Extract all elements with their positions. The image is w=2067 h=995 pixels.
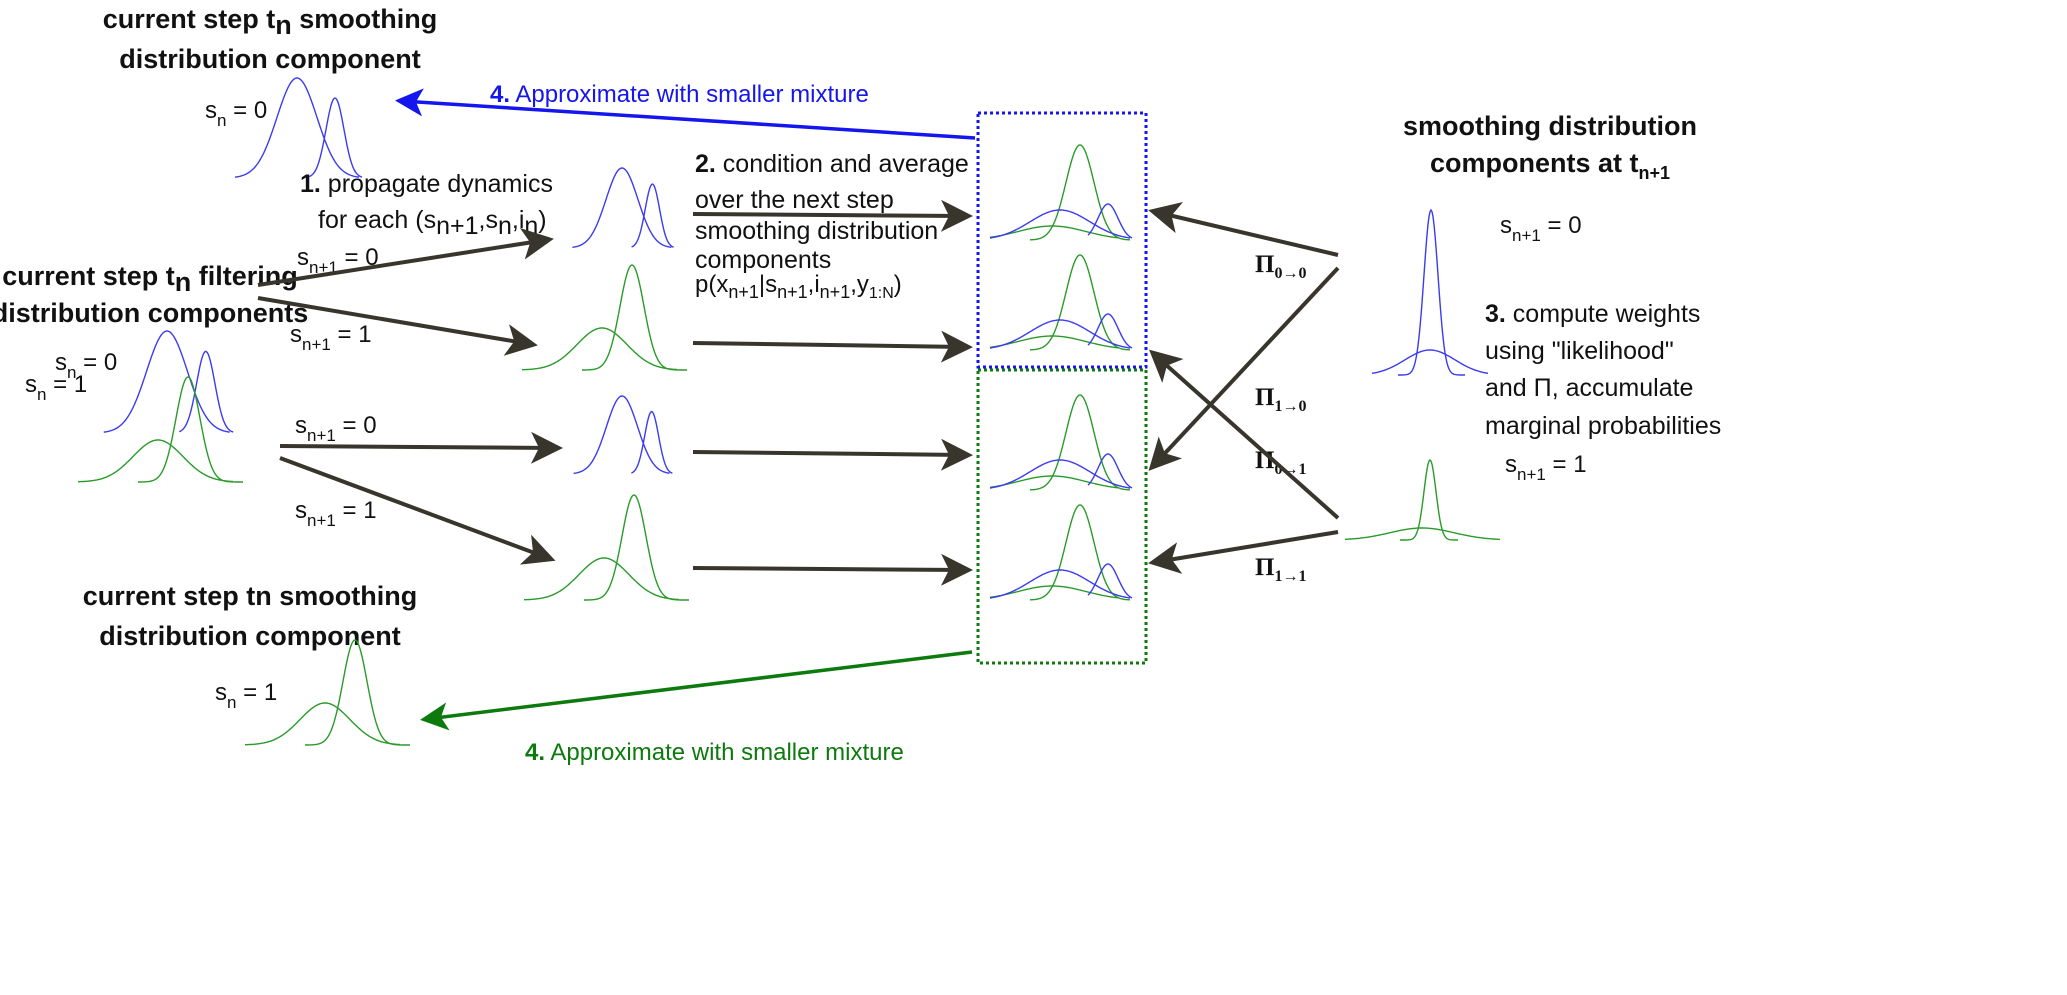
condition-arrows — [692, 199, 973, 586]
cond-arrow-1 — [692, 199, 973, 232]
prop-00-gaussian-broad — [572, 167, 672, 248]
bottom-smoothing-title: current step tn smoothing — [83, 581, 418, 611]
box-mixture-2-green-broad — [989, 335, 1119, 349]
arrow-0-1 — [257, 296, 538, 356]
step3-line2: using "likelihood" — [1485, 337, 1674, 365]
next-smoothing-title-line2: components at tn+1 — [1430, 148, 1670, 183]
box-mixture-2-blue-narrow — [1087, 313, 1133, 349]
prop-01-gaussian-narrow — [582, 264, 687, 371]
prop-01-gaussian-broad — [522, 327, 677, 371]
box-mixture-4-blue-narrow — [1087, 563, 1133, 599]
filter-state-1: sn = 1 — [25, 371, 87, 404]
transition-label-1a: sn+1 = 1 — [290, 321, 372, 354]
blue-approx-arrow — [395, 88, 976, 140]
next-state-1: sn+1 = 1 — [1505, 451, 1587, 484]
step3-line3: and Π, accumulate — [1485, 374, 1693, 402]
top-smoothing-title: current step tn smoothing — [103, 4, 438, 40]
box-mixture-1-green-broad — [989, 225, 1119, 239]
box-mixture-1-blue-broad — [989, 209, 1131, 239]
weight-arrow-00 — [1148, 201, 1339, 257]
weight-arrow-10 — [1149, 349, 1340, 520]
box-mixture-3-blue-broad — [989, 459, 1131, 489]
filter-s1-gaussian-broad — [78, 439, 233, 483]
cond-arrow-4 — [692, 553, 973, 586]
prop-10-gaussian-broad — [573, 395, 670, 475]
box-mixture-3-blue-narrow — [1087, 453, 1133, 489]
arrow-1-0 — [279, 431, 563, 464]
step3-line4: marginal probabilities — [1485, 412, 1721, 440]
filter-s0-gaussian-narrow — [178, 350, 234, 433]
step2-formula: p(xn+1|sn+1,in+1,y1:N) — [695, 271, 902, 302]
step4-green-label: 4. Approximate with smaller mixture — [525, 739, 904, 766]
prop-11-gaussian-narrow — [584, 494, 689, 601]
prop-00-gaussian-narrow — [631, 183, 674, 248]
filter-s0-gaussian-broad — [103, 330, 230, 433]
filtering-title: current step tn filtering — [2, 261, 298, 297]
transition-label-0b: sn+1 = 0 — [295, 412, 377, 445]
pi-0-1: Π0→1 — [1255, 447, 1306, 478]
step1-line2: for each (sn+1,sn,in) — [318, 206, 547, 240]
gaussian-curves — [78, 77, 1501, 746]
top-smoothing-gaussian-narrow — [308, 97, 363, 178]
propagate-arrows — [257, 227, 563, 565]
next-s0-narrow — [1398, 208, 1465, 376]
step2-line4: components — [695, 246, 831, 274]
step2-line3: smoothing distribution — [695, 217, 938, 245]
box-mixture-1-blue-narrow — [1087, 203, 1133, 239]
box-mixture-2-blue-broad — [989, 319, 1131, 349]
filtering-title-line2: distribution components — [0, 298, 308, 328]
pi-labels: Π0→0 Π1→0 Π0→1 Π1→1 — [1255, 251, 1306, 585]
step1-line1: 1. propagate dynamics — [300, 170, 553, 198]
pi-1-1: Π1→1 — [1255, 554, 1306, 585]
box-mixture-4-blue-broad — [989, 569, 1131, 599]
arrow-1-1 — [279, 456, 556, 565]
next-s1-narrow — [1400, 458, 1458, 541]
top-smoothing-state: sn = 0 — [205, 97, 267, 130]
top-smoothing-gaussian-broad — [234, 77, 360, 178]
weight-arrows — [1148, 201, 1340, 574]
filter-state-0: sn = 0 — [55, 349, 117, 382]
bottom-smoothing-gaussian-broad — [245, 702, 400, 746]
box-mixture-1-green-narrow — [1030, 144, 1130, 241]
prop-11-gaussian-broad — [524, 557, 679, 601]
next-smoothing-title: smoothing distribution — [1403, 111, 1697, 141]
cond-arrow-2 — [692, 330, 973, 363]
box-mixture-3-green-broad — [989, 475, 1119, 489]
prop-10-gaussian-narrow — [631, 410, 673, 474]
transition-label-1b: sn+1 = 1 — [295, 497, 377, 530]
weight-arrow-11 — [1148, 530, 1339, 574]
step2-line2: over the next step — [695, 186, 894, 214]
box-mixture-4-green-narrow — [1030, 504, 1130, 601]
blue-group-box — [976, 111, 1148, 369]
box-mixture-4-green-broad — [989, 585, 1119, 599]
box-mixture-2-green-narrow — [1030, 254, 1130, 351]
top-smoothing-title-line2: distribution component — [119, 44, 420, 74]
box-mixture-3-green-narrow — [1030, 394, 1130, 491]
bottom-smoothing-state: sn = 1 — [215, 679, 277, 712]
pi-1-0: Π1→0 — [1255, 384, 1306, 415]
green-approx-arrow — [420, 650, 973, 731]
arrow-0-0 — [257, 227, 554, 287]
bottom-smoothing-gaussian-narrow — [305, 639, 410, 746]
transition-labels: sn+1 = 0 sn+1 = 1 sn+1 = 0 sn+1 = 1 — [290, 244, 379, 530]
bottom-smoothing-title-line2: distribution component — [99, 621, 400, 651]
filter-s1-gaussian-narrow — [138, 376, 243, 483]
next-state-0: sn+1 = 0 — [1500, 212, 1582, 245]
step3-line1: 3. compute weights — [1485, 300, 1700, 328]
step2-line1: 2. condition and average — [695, 150, 969, 178]
green-group-box — [976, 368, 1148, 665]
weight-arrow-01 — [1148, 266, 1340, 471]
cond-arrow-3 — [692, 438, 973, 471]
pi-0-0: Π0→0 — [1255, 251, 1306, 282]
step4-blue-label: 4. Approximate with smaller mixture — [490, 81, 869, 108]
next-s0-broad — [1371, 349, 1489, 374]
next-s1-broad — [1345, 527, 1501, 541]
